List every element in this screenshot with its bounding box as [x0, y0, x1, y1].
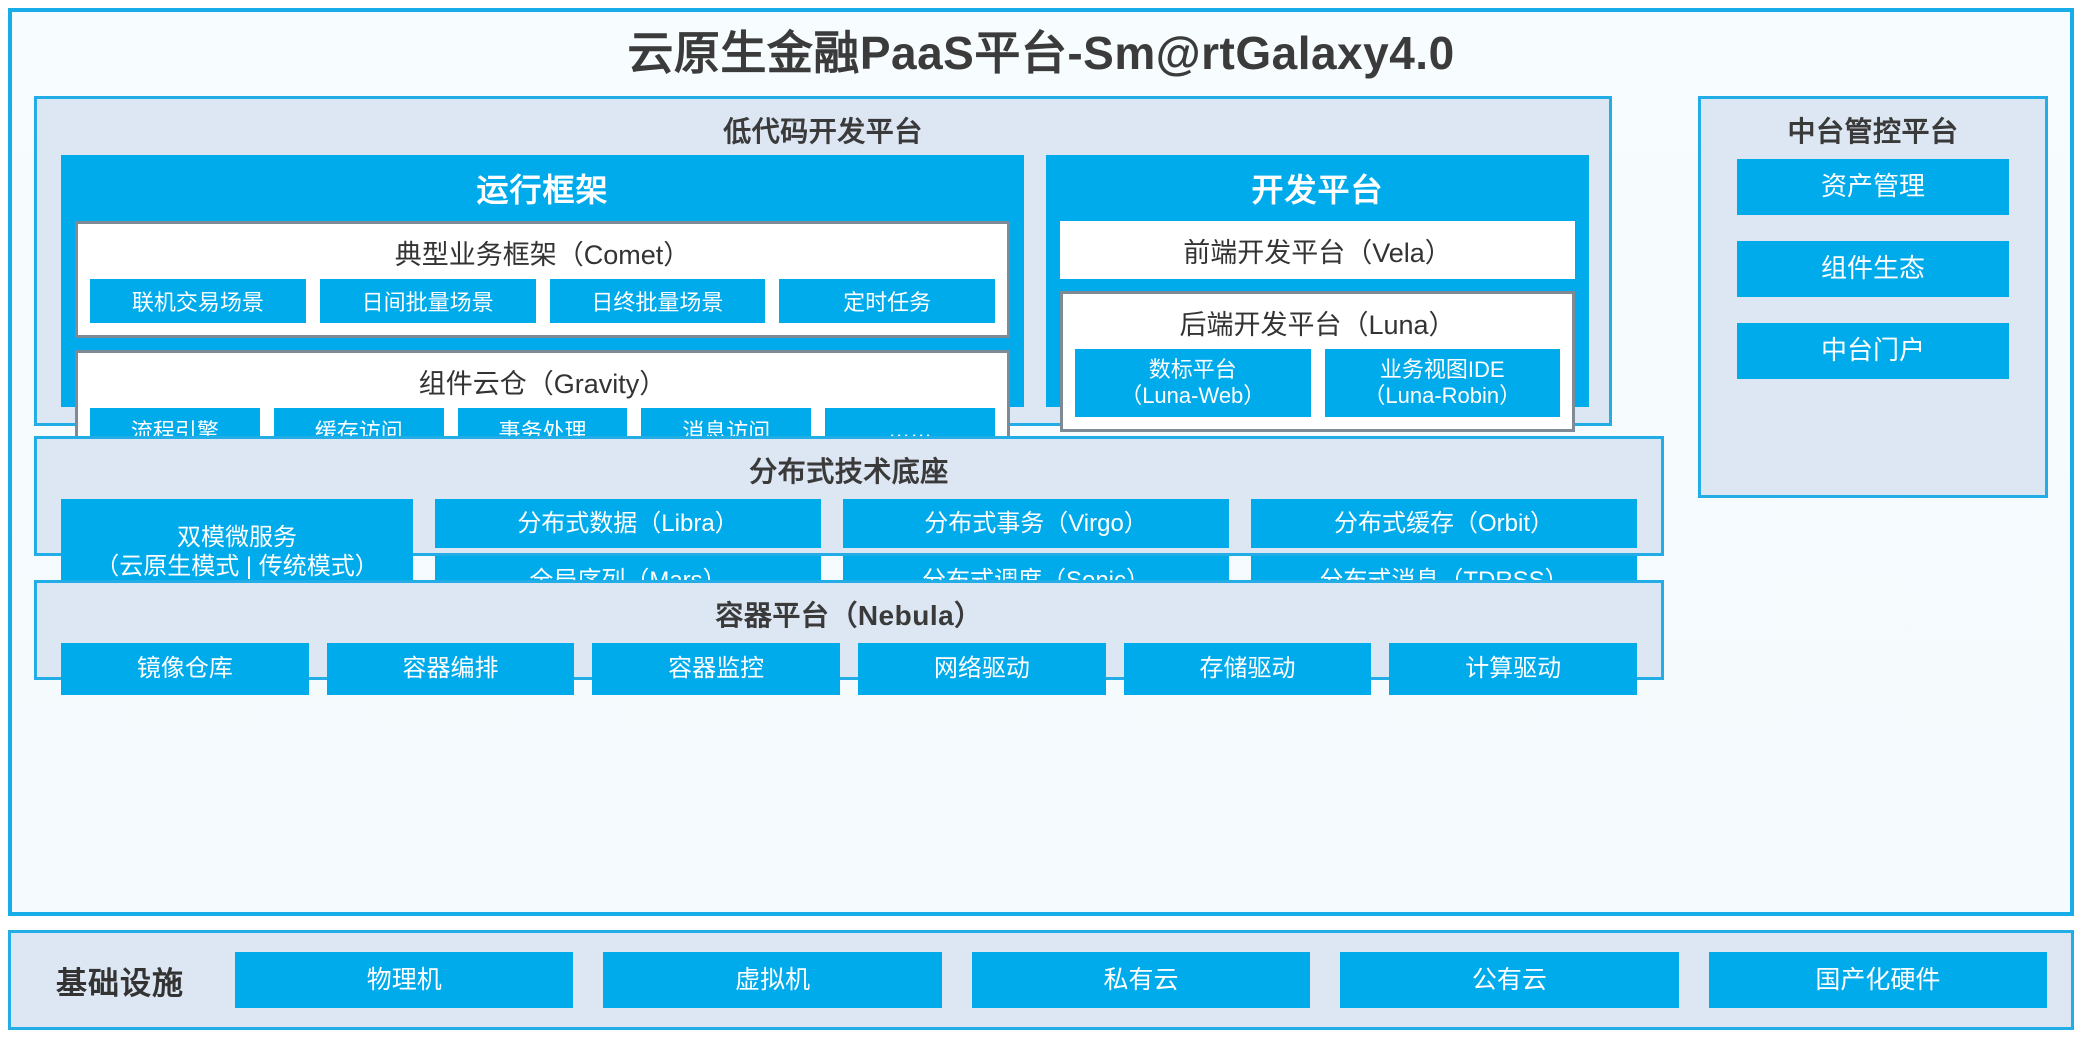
vela-frontend-box[interactable]: 前端开发平台（Vela） [1060, 221, 1575, 279]
tech-tile-libra[interactable]: 分布式数据（Libra） [435, 499, 821, 548]
low-code-platform-title: 低代码开发平台 [723, 116, 923, 147]
panel-console-platform: 中台管控平台 资产管理 组件生态 中台门户 [1698, 96, 2048, 498]
container-body: 镜像仓库 容器编排 容器监控 网络驱动 存储驱动 计算驱动 [37, 643, 1661, 715]
panel-container-platform: 容器平台（Nebula） 镜像仓库 容器编排 容器监控 网络驱动 存储驱动 计算… [34, 580, 1664, 695]
page-title: 云原生金融PaaS平台-Sm@rtGalaxy4.0 [627, 27, 1455, 79]
container-tile-storage-driver[interactable]: 存储驱动 [1123, 643, 1372, 695]
comet-chip-row: 联机交易场景 日间批量场景 日终批量场景 定时任务 [78, 279, 1007, 335]
comet-chip[interactable]: 定时任务 [779, 279, 995, 323]
luna-box: 后端开发平台（Luna） 数标平台 （Luna-Web） 业务视图IDE （Lu… [1060, 291, 1575, 432]
gravity-title: 组件云仓（Gravity） [418, 369, 667, 399]
luna-chip-robin[interactable]: 业务视图IDE （Luna-Robin） [1324, 349, 1560, 417]
low-code-body: 运行框架 典型业务框架（Comet） 联机交易场景 日间批量场景 日终批量场景 … [61, 155, 1589, 467]
container-platform-title: 容器平台（Nebula） [715, 600, 983, 631]
comet-chip[interactable]: 日终批量场景 [549, 279, 766, 323]
console-platform-title: 中台管控平台 [1787, 116, 1959, 147]
panel-infrastructure: 基础设施 物理机 虚拟机 私有云 公有云 国产化硬件 [8, 930, 2074, 1030]
infrastructure-label: 基础设施 [56, 965, 184, 1001]
container-tile-orchestration[interactable]: 容器编排 [326, 643, 575, 695]
infra-tile-physical-machine[interactable]: 物理机 [235, 952, 574, 1008]
architecture-frame: 云原生金融PaaS平台-Sm@rtGalaxy4.0 低代码开发平台 运行框架 … [8, 8, 2074, 916]
tech-tile-orbit[interactable]: 分布式缓存（Orbit） [1251, 499, 1637, 548]
container-tile-compute-driver[interactable]: 计算驱动 [1389, 643, 1638, 695]
luna-chip-web[interactable]: 数标平台 （Luna-Web） [1075, 349, 1311, 417]
panel-low-code-platform: 低代码开发平台 运行框架 典型业务框架（Comet） 联机交易场景 日间批量场景… [34, 96, 1612, 467]
row-low-code-and-console: 低代码开发平台 运行框架 典型业务框架（Comet） 联机交易场景 日间批量场景… [34, 96, 2048, 498]
comet-chip[interactable]: 日间批量场景 [319, 279, 536, 323]
luna-chip-row: 数标平台 （Luna-Web） 业务视图IDE （Luna-Robin） [1063, 349, 1572, 429]
container-tile-image-registry[interactable]: 镜像仓库 [61, 643, 309, 695]
console-tile-component-ecosystem[interactable]: 组件生态 [1737, 241, 2009, 297]
comet-chip[interactable]: 联机交易场景 [90, 279, 306, 323]
console-tile-portal[interactable]: 中台门户 [1737, 323, 2009, 379]
comet-box: 典型业务框架（Comet） 联机交易场景 日间批量场景 日终批量场景 定时任务 [75, 221, 1010, 338]
infra-tile-domestic-hardware[interactable]: 国产化硬件 [1708, 952, 2048, 1008]
runtime-framework-title: 运行框架 [476, 172, 609, 208]
panel-distributed-tech-base: 分布式技术底座 双模微服务 （云原生模式 | 传统模式） 分布式数据（Libra… [34, 436, 1664, 605]
tech-tile-virgo[interactable]: 分布式事务（Virgo） [843, 499, 1229, 548]
dev-platform-block: 开发平台 前端开发平台（Vela） 后端开发平台（Luna） 数标平台 （Lun… [1046, 155, 1589, 432]
container-tile-network-driver[interactable]: 网络驱动 [858, 643, 1106, 695]
console-tile-asset-management[interactable]: 资产管理 [1737, 159, 2009, 215]
container-tile-monitoring[interactable]: 容器监控 [592, 643, 841, 695]
dev-platform-title: 开发平台 [1251, 172, 1384, 208]
infra-tile-private-cloud[interactable]: 私有云 [971, 952, 1311, 1008]
tech-base-title: 分布式技术底座 [749, 456, 949, 487]
luna-title: 后端开发平台（Luna） [1179, 310, 1456, 340]
runtime-framework-block: 运行框架 典型业务框架（Comet） 联机交易场景 日间批量场景 日终批量场景 … [61, 155, 1024, 467]
infra-tile-public-cloud[interactable]: 公有云 [1340, 952, 1679, 1008]
comet-title: 典型业务框架（Comet） [394, 240, 691, 270]
infra-tile-virtual-machine[interactable]: 虚拟机 [603, 952, 942, 1008]
